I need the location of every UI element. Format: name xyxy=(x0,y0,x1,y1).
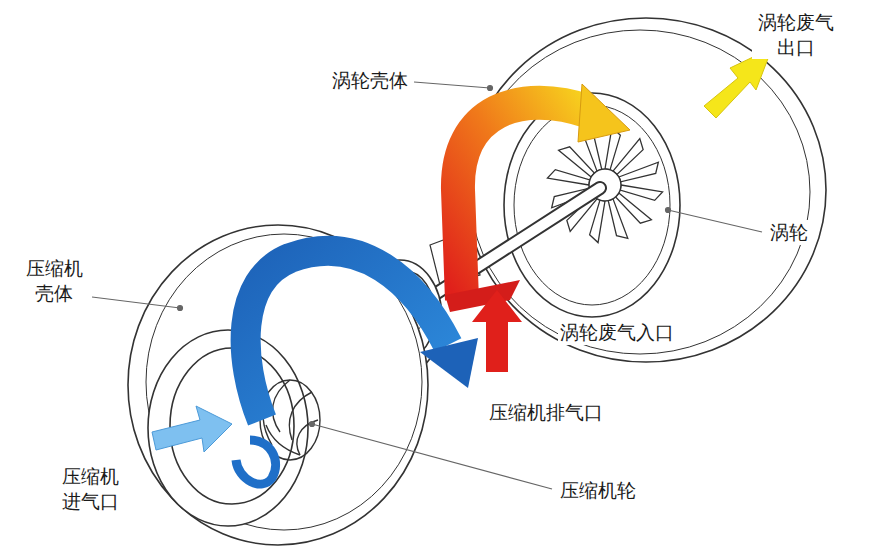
exhaust-flow-arrow xyxy=(445,84,630,312)
part-label: 压缩机 进气口 xyxy=(60,464,129,513)
inlet-arrow xyxy=(152,406,232,452)
part-label: 涡轮废气入口 xyxy=(558,320,676,345)
turbine-blade xyxy=(620,185,662,200)
part-label: 压缩机轮 xyxy=(558,478,638,503)
turbine-blade xyxy=(619,162,658,182)
turbine-blade xyxy=(547,170,589,185)
turbine-blade xyxy=(608,199,628,238)
part-label: 涡轮废气 出口 xyxy=(752,10,840,59)
part-label: 涡轮壳体 xyxy=(330,68,410,93)
part-label: 涡轮 xyxy=(768,220,810,245)
part-label: 压缩机排气口 xyxy=(487,400,605,425)
turbine-blade xyxy=(590,200,605,242)
leader-lines xyxy=(92,82,762,489)
part-label: 压缩机 壳体 xyxy=(20,256,89,305)
exhaust-inlet-arrow xyxy=(472,290,522,372)
air-flow-arrow xyxy=(236,251,478,484)
